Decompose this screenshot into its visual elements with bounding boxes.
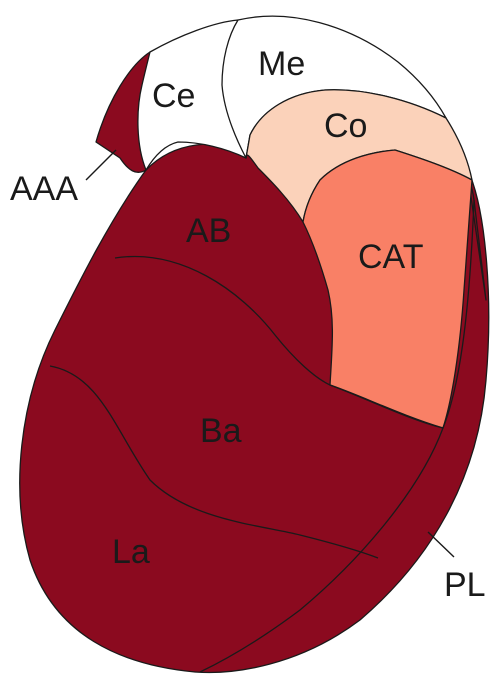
me-label: Me — [258, 45, 305, 83]
ba-label: Ba — [200, 412, 242, 450]
aaa-leader-line — [86, 150, 116, 180]
pl-leader-line — [428, 532, 454, 557]
ab-label: AB — [186, 212, 231, 250]
la-label: La — [112, 533, 150, 571]
aaa-label: AAA — [10, 170, 78, 208]
cat-label: CAT — [358, 238, 423, 276]
ce-label: Ce — [152, 77, 195, 115]
pl-label: PL — [444, 566, 486, 604]
co-label: Co — [324, 107, 367, 145]
